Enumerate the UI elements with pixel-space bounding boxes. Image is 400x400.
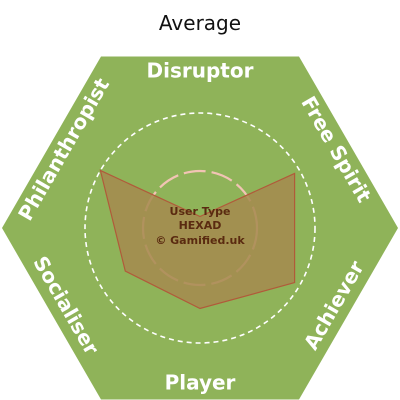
center-text-line-3: © Gamified.uk bbox=[155, 234, 245, 247]
axis-label-disruptor: Disruptor bbox=[147, 59, 254, 83]
chart-title: Average bbox=[159, 11, 241, 35]
data-polygon bbox=[99, 169, 296, 310]
outer-dashed-ring bbox=[84, 112, 316, 344]
axis-label-player: Player bbox=[165, 371, 236, 395]
center-text-line-1: User Type bbox=[170, 205, 231, 218]
center-text-line-2: HEXAD bbox=[179, 219, 222, 232]
